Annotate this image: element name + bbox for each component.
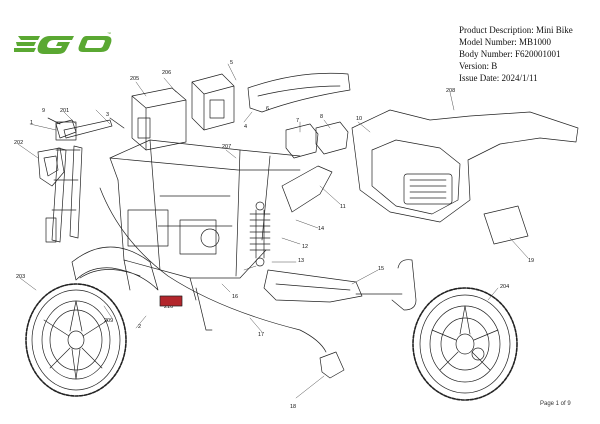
handlebar-clamp [55,119,77,139]
callout-2: 2 [138,324,141,330]
bracket-18 [319,351,345,379]
callout-8: 8 [320,114,323,120]
side-cover [281,165,333,213]
callout-12: 12 [302,244,308,250]
callout-19: 19 [528,258,534,264]
callout-16: 16 [232,294,238,300]
kickstand [195,287,213,331]
callout-207: 207 [222,144,231,150]
front-wheel [25,283,127,397]
product-description: Product Description: Mini Bike [459,25,573,35]
issue-date: Issue Date: 2024/1/11 [459,73,538,83]
callout-15: 15 [378,266,384,272]
ego-logo: ™ [14,31,112,54]
model-number: Model Number: MB1000 [459,37,551,47]
chain-guard [355,259,417,311]
callout-208: 208 [446,88,455,94]
callout-204: 204 [500,284,509,290]
callout-9: 9 [42,108,45,114]
callout-10: 10 [356,116,362,122]
product-info-block: Product Description: Mini Bike Model Num… [459,24,597,84]
callout-18: 18 [290,404,296,410]
front-fork [45,117,125,243]
leader-lines [17,63,529,399]
callout-203: 203 [16,274,25,280]
callout-209: 209 [104,318,113,324]
sticker-19 [483,205,529,245]
callout-205: 205 [130,76,139,82]
version: Version: B [459,61,498,71]
callout-206: 206 [162,70,171,76]
headlight [37,147,65,187]
callout-11: 11 [340,204,346,210]
rear-wheel [412,287,518,401]
part-callouts: 1 2 3 4 5 6 7 8 9 10 11 12 13 14 15 16 1… [14,60,534,410]
battery-housing [131,73,235,151]
main-frame [109,139,301,301]
svg-text:™: ™ [107,31,111,36]
brake-cable [99,187,327,353]
rear-body-panel [351,109,579,223]
page-number: Page 1 of 9 [540,401,571,407]
callout-5: 5 [230,60,233,66]
callout-201: 201 [60,108,69,114]
front-fender [71,246,159,291]
callout-3: 3 [106,112,109,118]
callout-210: 210 [164,304,173,310]
warning-sticker [159,295,183,307]
callout-6: 6 [266,106,269,112]
callout-17: 17 [258,332,264,338]
callout-7: 7 [296,118,299,124]
callout-4: 4 [244,124,247,130]
callout-14: 14 [318,226,324,232]
callout-1: 1 [30,120,33,126]
callout-202: 202 [14,140,23,146]
rear-shock [249,201,271,267]
motor-controller [285,121,349,159]
body-number: Body Number: F620001001 [459,49,561,59]
swing-arm [263,269,363,303]
seat [247,72,351,113]
callout-13: 13 [298,258,304,264]
